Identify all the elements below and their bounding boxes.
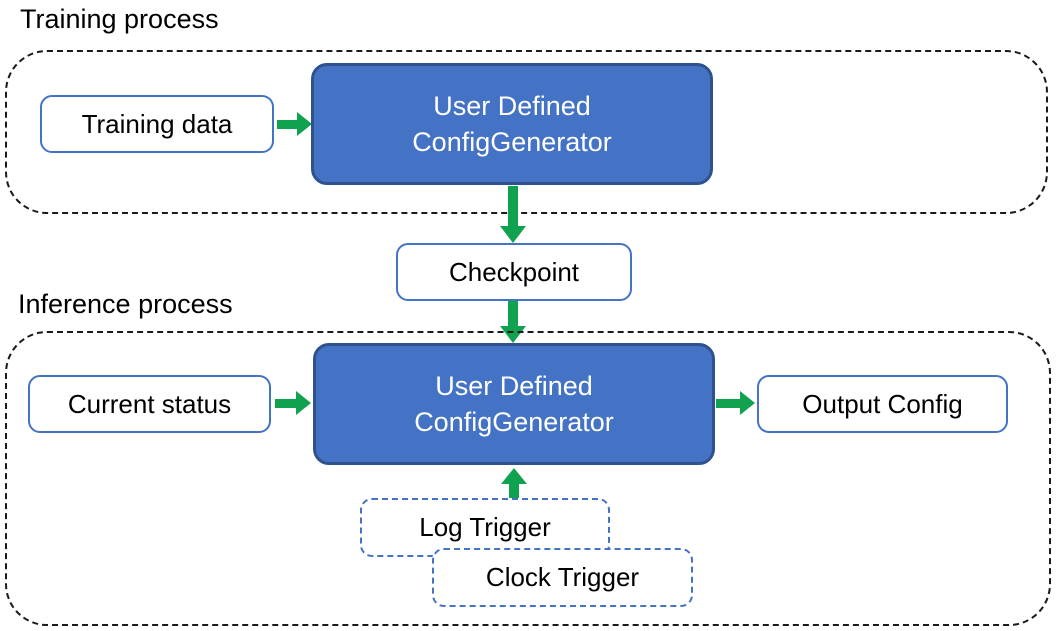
log-trigger-box: Log Trigger [360,498,610,557]
training-generator-line2: ConfigGenerator [412,127,612,157]
training-generator-line1: User Defined [433,90,591,121]
current-status-box: Current status [28,375,271,433]
inference-process-title: Inference process [18,289,233,319]
training-process-title: Training process [20,4,219,34]
inference-generator-line1: User Defined [435,370,593,401]
training-process-container [5,50,1048,214]
clock-trigger-box: Clock Trigger [432,548,693,607]
inference-generator-line2: ConfigGenerator [414,407,614,437]
checkpoint-box: Checkpoint [396,243,632,301]
output-config-box: Output Config [757,375,1008,433]
inference-config-generator-box: User Defined ConfigGenerator [313,343,715,465]
training-data-box: Training data [40,95,274,153]
inference-process-container [5,331,1051,626]
training-config-generator-box: User Defined ConfigGenerator [311,63,713,185]
